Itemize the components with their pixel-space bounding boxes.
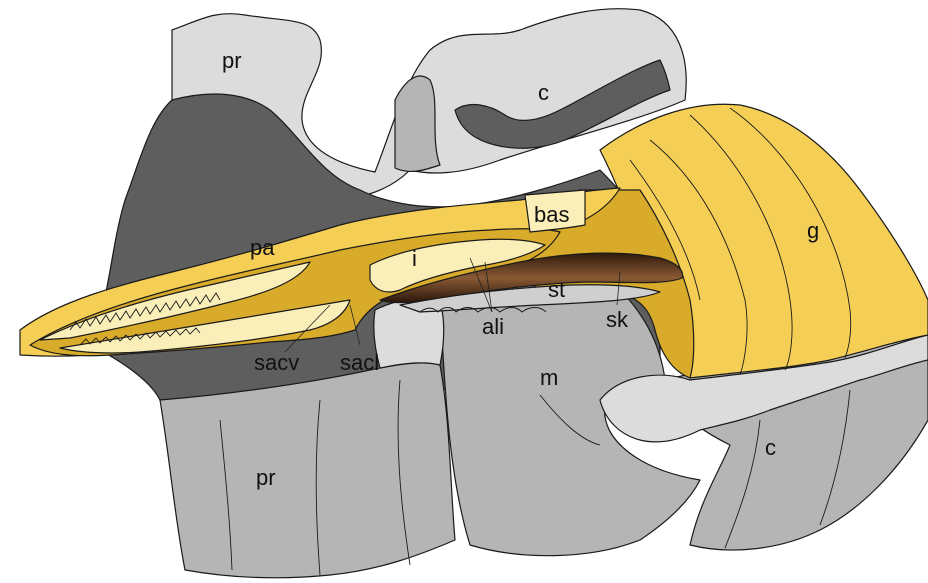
label-st: st (548, 277, 565, 302)
label-m: m (540, 365, 558, 390)
label-pr-bottom: pr (256, 465, 276, 490)
label-sk: sk (606, 307, 629, 332)
label-sacl: sacl (340, 350, 379, 375)
label-sacv: sacv (254, 350, 299, 375)
label-c-bottom: c (765, 435, 776, 460)
label-g: g (807, 218, 819, 243)
label-i: i (412, 246, 417, 271)
label-bas: bas (534, 202, 569, 227)
label-pa: pa (250, 235, 275, 260)
label-pr-top: pr (222, 48, 242, 73)
label-c-top: c (538, 80, 549, 105)
label-ali: ali (482, 314, 504, 339)
top-mid-shade (395, 76, 440, 171)
